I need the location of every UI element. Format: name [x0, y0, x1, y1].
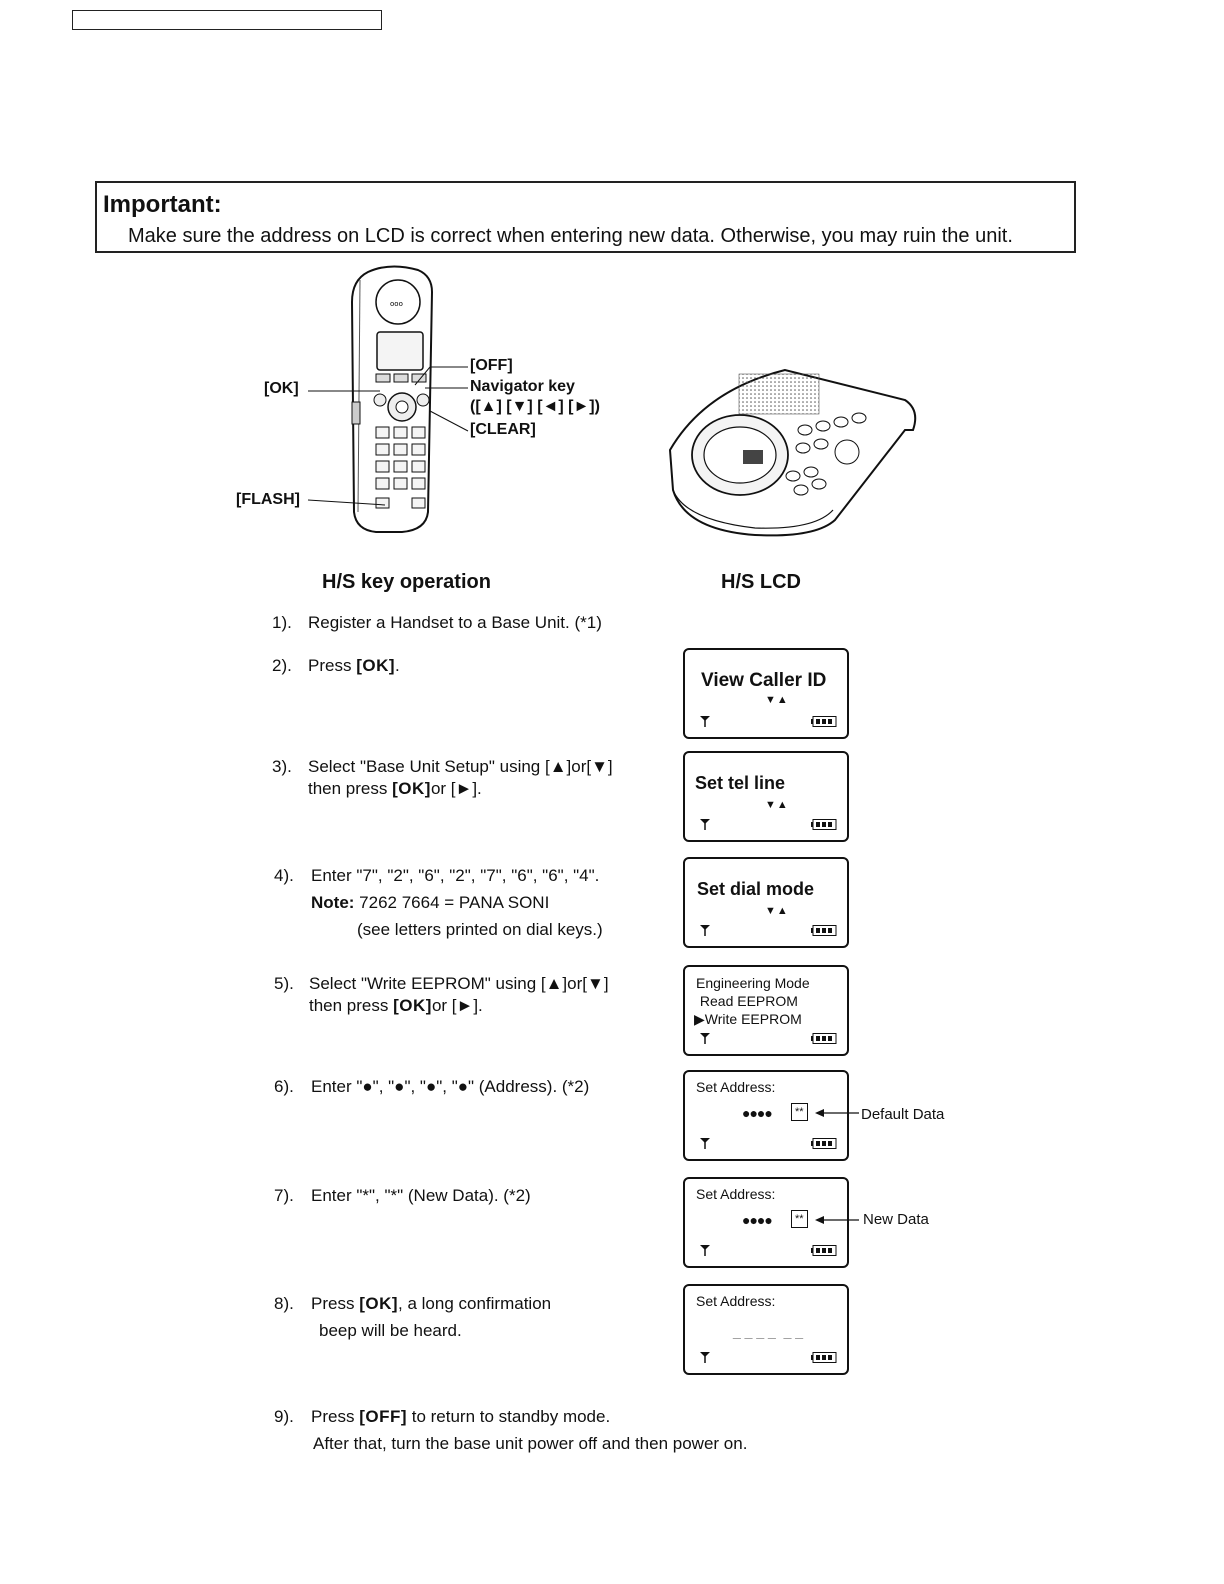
scroll-arrows-icon: ▼▲	[765, 799, 789, 811]
scroll-arrows-icon: ▼▲	[765, 905, 789, 917]
data-box: **	[791, 1210, 808, 1228]
step-text-line2: then press [OK]or [►].	[308, 779, 482, 798]
step-number: 5).	[274, 974, 294, 993]
arrow-left-icon	[815, 1216, 859, 1224]
data-box: **	[791, 1103, 808, 1121]
lcd-set-dial-mode: Set dial mode ▼▲	[683, 857, 849, 948]
important-notice: Important: Make sure the address on LCD …	[95, 181, 1076, 253]
callout-new-data: New Data	[863, 1211, 929, 1228]
lcd-line: Engineering Mode	[696, 975, 810, 991]
battery-icon	[811, 1138, 837, 1149]
callout-default-data: Default Data	[861, 1106, 945, 1123]
step-text: Enter "*", "*" (New Data). (*2)	[311, 1186, 531, 1205]
antenna-icon	[700, 819, 710, 830]
lcd-set-address-blank: Set Address: _ _ _ _ _ _	[683, 1284, 849, 1375]
battery-icon	[811, 1352, 837, 1363]
label-navigator-keys: ([▲] [▼] [◄] [►])	[470, 398, 600, 415]
antenna-icon	[700, 925, 710, 936]
antenna-icon	[700, 1352, 710, 1363]
battery-icon	[811, 1033, 837, 1044]
lcd-line: Set Address:	[696, 1079, 776, 1095]
battery-icon	[811, 716, 837, 727]
lcd-engineering-mode: Engineering Mode Read EEPROM ▶Write EEPR…	[683, 965, 849, 1056]
step-number: 7).	[274, 1186, 294, 1205]
step-text-line2: After that, turn the base unit power off…	[313, 1434, 748, 1453]
antenna-icon	[700, 1033, 710, 1044]
battery-icon	[811, 925, 837, 936]
step-text: Select "Base Unit Setup" using [▲]or[▼]	[308, 757, 613, 776]
callout-lines	[307, 366, 469, 506]
label-ok: [OK]	[264, 380, 299, 397]
header-box	[72, 10, 382, 30]
step-number: 4).	[274, 866, 294, 885]
lcd-line: Read EEPROM	[696, 993, 798, 1009]
antenna-icon	[700, 1138, 710, 1149]
step-number: 3).	[272, 757, 292, 776]
heading-key-operation: H/S key operation	[322, 571, 491, 593]
step-text-line2: then press [OK]or [►].	[309, 996, 483, 1015]
label-off: [OFF]	[470, 357, 513, 374]
step-number: 9).	[274, 1407, 294, 1426]
step-text: Press [OK], a long confirmation	[311, 1294, 552, 1313]
step-number: 8).	[274, 1294, 294, 1313]
step-text: Enter "7", "2", "6", "2", "7", "6", "6",…	[311, 866, 600, 885]
arrow-left-icon	[815, 1109, 859, 1117]
lcd-title: Set dial mode	[697, 879, 815, 899]
scroll-arrows-icon: ▼▲	[765, 694, 789, 706]
antenna-icon	[700, 716, 710, 727]
lcd-set-tel-line: Set tel line ▼▲	[683, 751, 849, 842]
lcd-set-address-new: Set Address: ●●●● **	[683, 1177, 849, 1268]
lcd-line: Set Address:	[696, 1293, 776, 1309]
step-text: Select "Write EEPROM" using [▲]or[▼]	[309, 974, 609, 993]
address-dots: ●●●●	[742, 1212, 773, 1228]
address-dots: ●●●●	[742, 1105, 773, 1121]
step-text: Press [OK].	[308, 656, 400, 675]
step-number: 6).	[274, 1077, 294, 1096]
step-note: Note: 7262 7664 = PANA SONI	[311, 893, 550, 912]
lcd-title: Set tel line	[695, 773, 786, 793]
battery-icon	[811, 1245, 837, 1256]
step-number: 1).	[272, 613, 292, 632]
important-title: Important:	[103, 191, 222, 218]
heading-lcd: H/S LCD	[721, 571, 801, 593]
address-dashes: _ _ _ _ _ _	[733, 1323, 804, 1339]
svg-text:ooo: ooo	[390, 300, 403, 308]
step-text: Press [OFF] to return to standby mode.	[311, 1407, 611, 1426]
important-text: Make sure the address on LCD is correct …	[128, 225, 1013, 247]
step-text-line3: (see letters printed on dial keys.)	[357, 920, 603, 939]
lcd-view-caller-id: View Caller ID ▼▲	[683, 648, 849, 739]
lcd-title: View Caller ID	[701, 670, 827, 691]
antenna-icon	[700, 1245, 710, 1256]
step-text: Enter "●", "●", "●", "●" (Address). (*2)	[311, 1077, 590, 1096]
label-clear: [CLEAR]	[470, 421, 536, 438]
step-text-line2: beep will be heard.	[319, 1321, 462, 1340]
lcd-line: Set Address:	[696, 1186, 776, 1202]
lcd-line: ▶Write EEPROM	[694, 1011, 802, 1027]
handset-illustration: ooo	[350, 265, 434, 533]
label-navigator: Navigator key	[470, 378, 575, 395]
step-number: 2).	[272, 656, 292, 675]
label-flash: [FLASH]	[236, 491, 300, 508]
base-unit-illustration	[668, 368, 917, 537]
battery-icon	[811, 819, 837, 830]
step-text: Register a Handset to a Base Unit. (*1)	[308, 613, 602, 632]
